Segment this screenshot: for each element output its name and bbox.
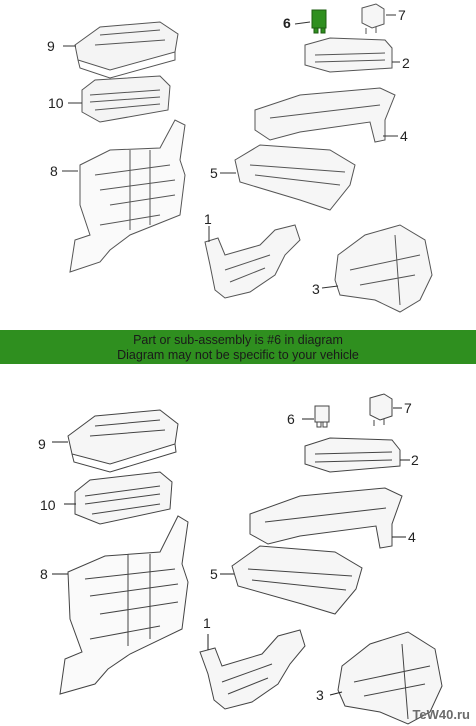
bottom-part-10-fuse-block <box>74 471 173 525</box>
bottom-part-7-relay <box>369 393 393 426</box>
bottom-part-6-fuse <box>314 405 330 428</box>
top-leader-lines <box>62 14 400 289</box>
bottom-part-4-rail <box>249 487 403 549</box>
bottom-label-3: 3 <box>316 687 324 703</box>
top-label-1: 1 <box>204 211 212 227</box>
bottom-diagram <box>52 393 443 725</box>
bottom-part-2-bracket <box>304 437 401 473</box>
top-label-7: 7 <box>398 7 406 23</box>
top-part-10-fuse-block <box>81 75 171 123</box>
top-part-4-rail <box>254 87 396 143</box>
top-part-7-relay <box>361 3 385 34</box>
bottom-label-1: 1 <box>203 615 211 631</box>
top-part-3-module <box>334 224 433 313</box>
top-diagram <box>62 3 433 313</box>
notice-banner: Part or sub-assembly is #6 in diagram Di… <box>0 330 476 364</box>
bottom-part-8-housing <box>59 515 189 695</box>
top-part-9-cover <box>74 21 179 79</box>
banner-line-2: Diagram may not be specific to your vehi… <box>117 348 359 362</box>
top-label-5: 5 <box>210 165 218 181</box>
bottom-part-9-cover <box>67 409 179 473</box>
top-label-8: 8 <box>50 163 58 179</box>
bottom-label-10: 10 <box>40 497 56 513</box>
top-part-5-frame <box>234 144 356 211</box>
bottom-part-5-frame <box>231 545 363 615</box>
bottom-label-7: 7 <box>404 400 412 416</box>
top-part-1-bracket <box>204 224 301 299</box>
banner-line-1: Part or sub-assembly is #6 in diagram <box>133 333 343 347</box>
top-label-3: 3 <box>312 281 320 297</box>
bottom-label-9: 9 <box>38 436 46 452</box>
top-part-2-bracket <box>304 37 393 73</box>
top-label-10: 10 <box>48 95 64 111</box>
top-label-9: 9 <box>47 38 55 54</box>
top-label-2: 2 <box>402 55 410 71</box>
bottom-label-4: 4 <box>408 529 416 545</box>
top-part-6-fuse <box>311 9 327 34</box>
bottom-label-5: 5 <box>210 566 218 582</box>
bottom-label-8: 8 <box>40 566 48 582</box>
bottom-label-6: 6 <box>287 411 295 427</box>
top-part-8-housing <box>69 119 186 273</box>
top-label-4: 4 <box>400 128 408 144</box>
bottom-part-1-bracket <box>199 629 306 710</box>
bottom-label-2: 2 <box>411 452 419 468</box>
top-label-6: 6 <box>283 15 291 31</box>
watermark: TeW40.ru <box>412 707 470 722</box>
bottom-leader-lines <box>52 407 410 696</box>
bottom-part-3-module <box>337 631 443 725</box>
